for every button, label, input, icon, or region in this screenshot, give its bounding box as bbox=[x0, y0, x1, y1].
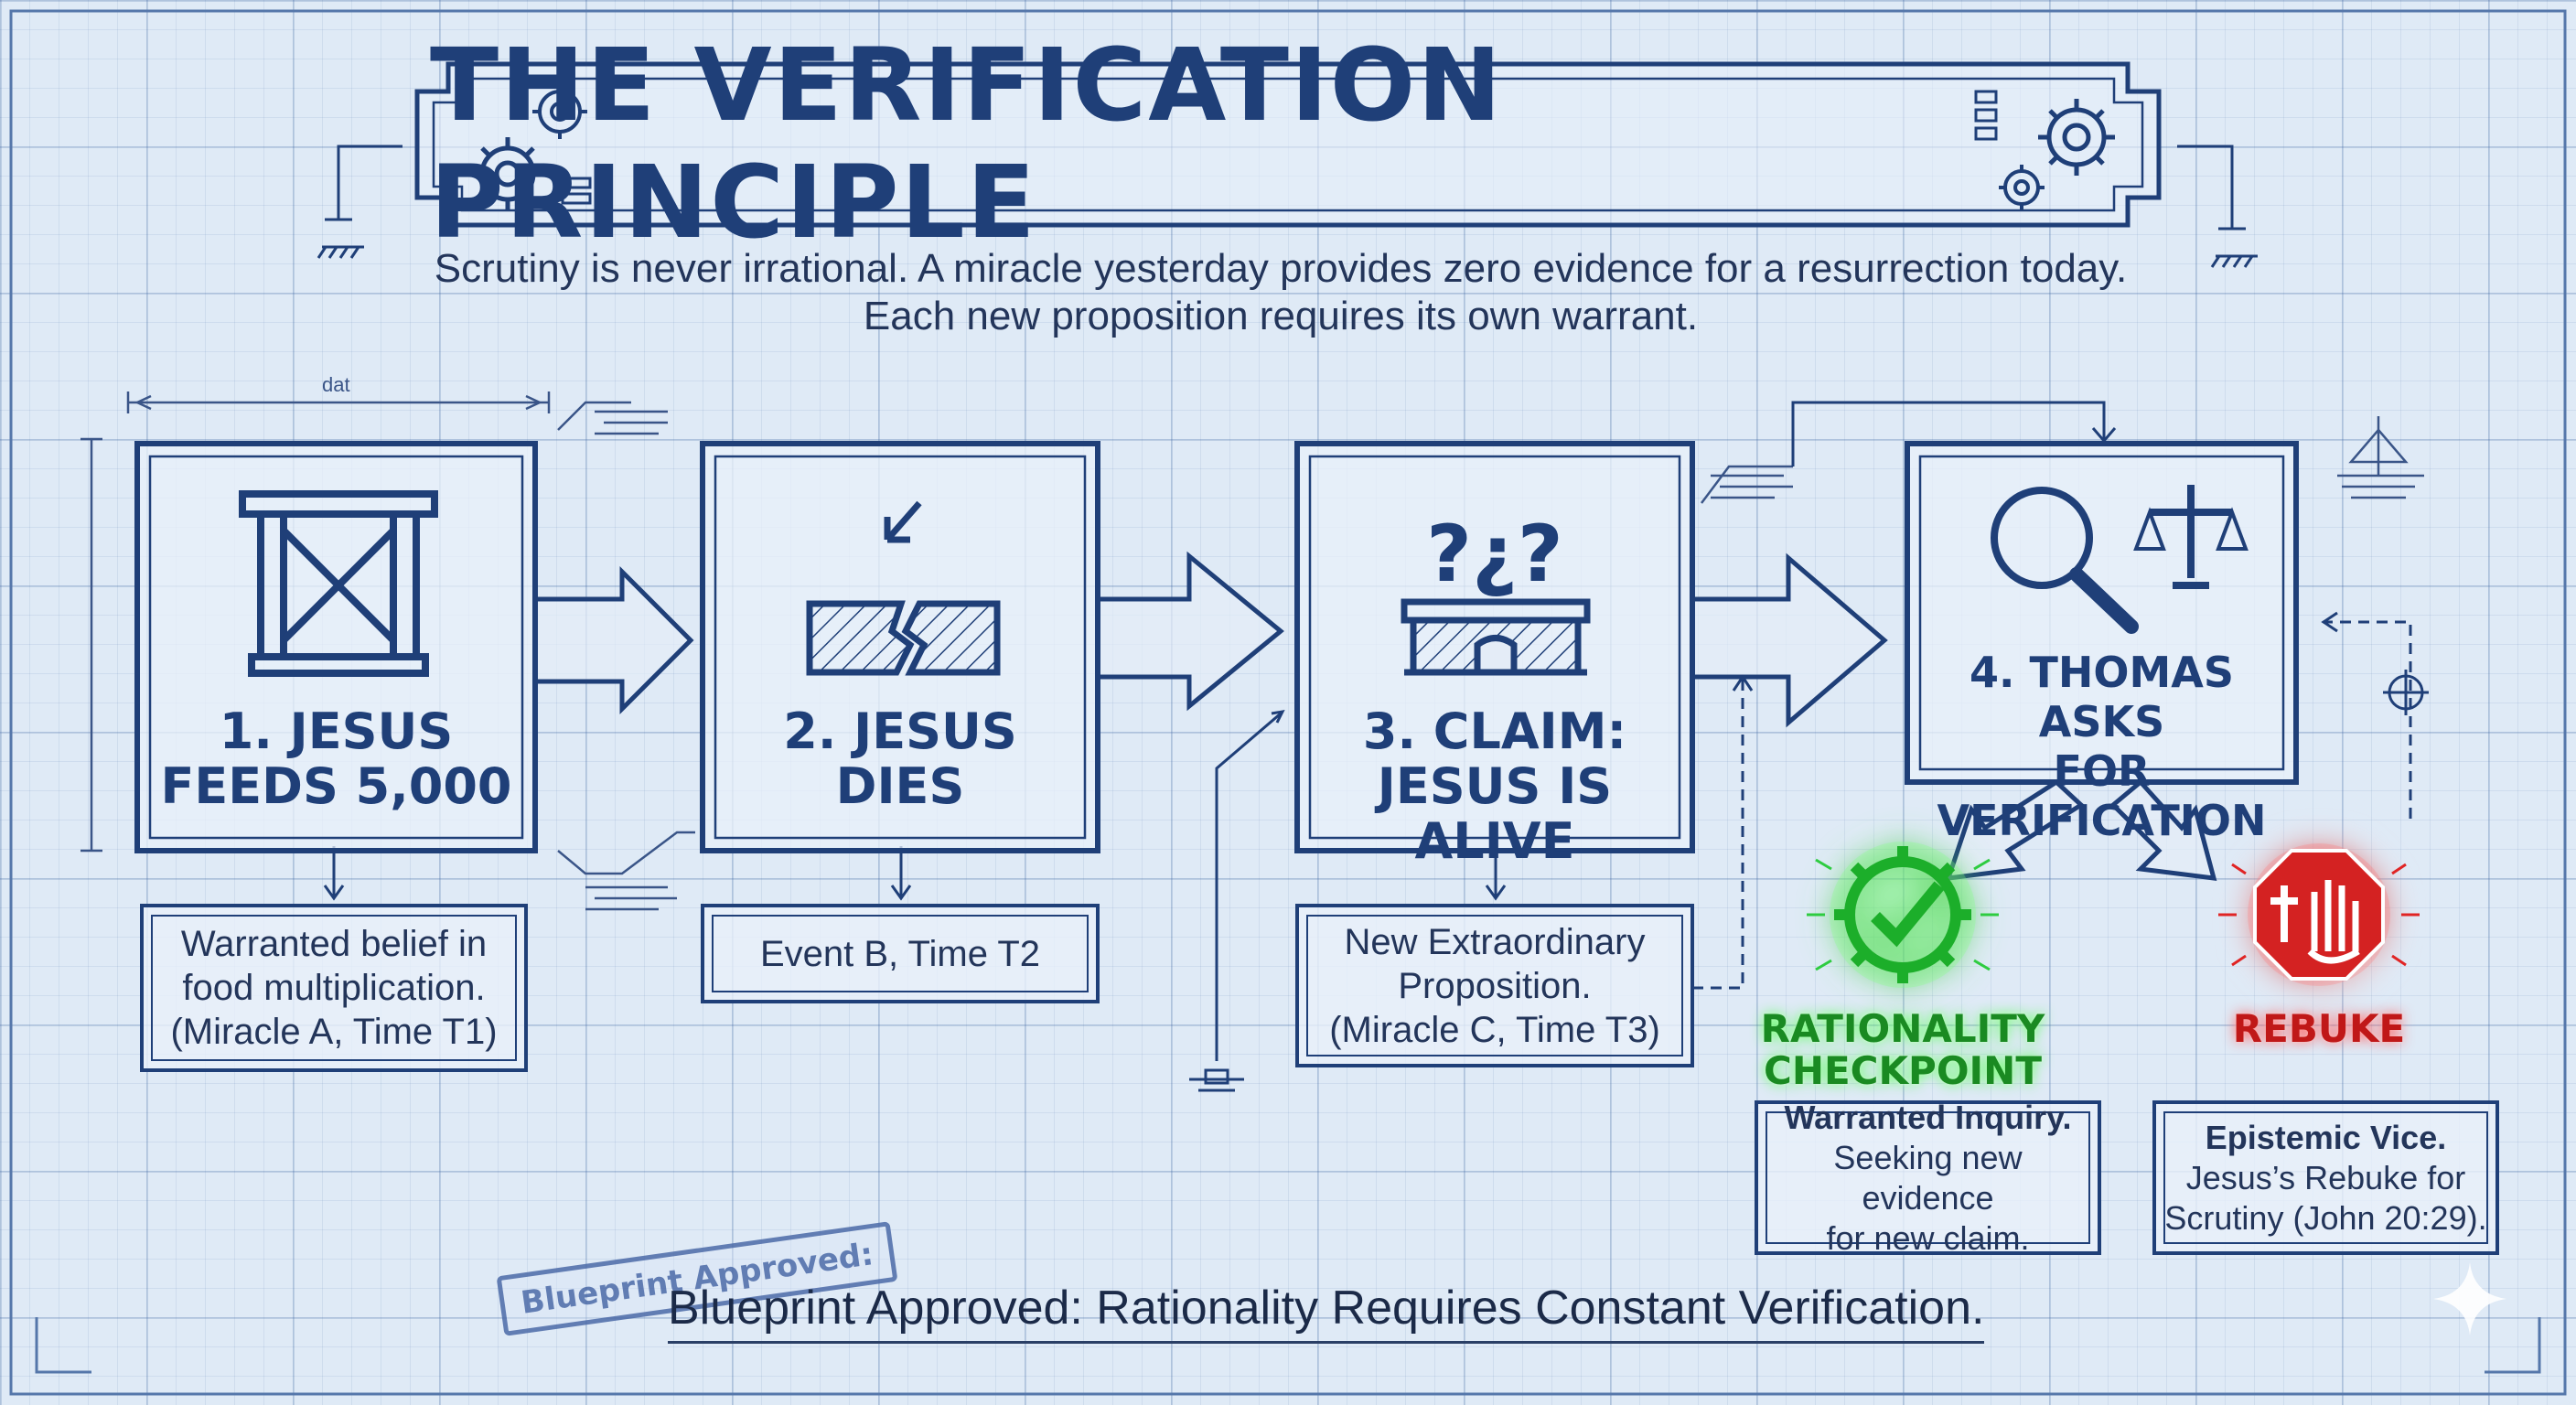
subtitle-line-1: Scrutiny is never irrational. A miracle … bbox=[434, 246, 2128, 291]
survey-marker-icon bbox=[2337, 416, 2424, 499]
step-1-note-line-3: (Miracle A, Time T1) bbox=[170, 1012, 498, 1052]
step-3-note: New Extraordinary Proposition. (Miracle … bbox=[1307, 916, 1682, 1056]
checkpoint-note-line-2: for new claim. bbox=[1826, 1218, 2030, 1257]
checkpoint-label: RATIONALITY CHECKPOINT bbox=[1738, 1008, 2067, 1092]
step-1-note-line-1: Warranted belief in bbox=[180, 924, 488, 964]
note-box bbox=[140, 904, 2499, 1255]
step-3-title-line-2: JESUS IS ALIVE bbox=[1377, 757, 1613, 870]
glow-rays bbox=[2218, 863, 2420, 967]
broken-beam-icon bbox=[806, 500, 1001, 676]
step-4-title-line-2: FOR VERIFICATION bbox=[1937, 746, 2267, 845]
connector-lines bbox=[323, 401, 2117, 1092]
outcome-arrow bbox=[1945, 778, 2217, 881]
magnifier-scales-icon bbox=[1991, 485, 2249, 634]
footer-text: Blueprint Approved: Rationality Requires… bbox=[668, 1281, 1985, 1344]
step-1-note-line-2: food multiplication. bbox=[182, 968, 486, 1008]
step-4-title-line-1: 4. THOMAS ASKS bbox=[1970, 648, 2234, 746]
step-2-note-line-1: Event B, Time T2 bbox=[759, 933, 1041, 974]
step-3-title-line-1: 3. CLAIM: bbox=[1362, 702, 1627, 760]
gear-check-icon bbox=[1830, 842, 1976, 988]
step-3-note-line-2: Proposition. bbox=[1398, 965, 1592, 1006]
corner-bracket bbox=[35, 1317, 91, 1374]
flow-arrow bbox=[532, 551, 1888, 728]
step-2-title: 2. JESUS DIES bbox=[712, 704, 1089, 814]
step-3-note-line-3: (Miracle C, Time T3) bbox=[1329, 1009, 1660, 1050]
rebuke-label: REBUKE bbox=[2232, 1006, 2406, 1051]
rebuke-note-line-2: Scrutiny (John 20:29). bbox=[2164, 1198, 2487, 1237]
title-plate: THE VERIFICATION PRINCIPLE bbox=[430, 27, 2146, 261]
step-2-title-line-2: DIES bbox=[835, 757, 965, 815]
step-3-title: 3. CLAIM: JESUS IS ALIVE bbox=[1306, 704, 1683, 869]
step-2-title-line-1: 2. JESUS bbox=[783, 702, 1017, 760]
sparkle-icon bbox=[2433, 1262, 2506, 1335]
page-title: THE VERIFICATION PRINCIPLE bbox=[430, 27, 1504, 261]
corner-bracket bbox=[2485, 1317, 2541, 1374]
rebuke-note: Epistemic Vice. Jesus’s Rebuke for Scrut… bbox=[2164, 1112, 2487, 1243]
arrow-head bbox=[2321, 611, 2338, 633]
gear-icon bbox=[471, 137, 544, 210]
glow-rays bbox=[1807, 858, 1999, 971]
stop-sign-hand-icon bbox=[2248, 843, 2390, 986]
scaffold-frame-icon bbox=[239, 490, 438, 677]
dimension-line bbox=[80, 391, 1793, 911]
step-1-title-line-2: FEEDS 5,000 bbox=[160, 757, 512, 815]
step-1-note: Warranted belief in food multiplication.… bbox=[152, 916, 516, 1060]
step-3-note-line-1: New Extraordinary bbox=[1344, 921, 1646, 962]
step-box-4 bbox=[1905, 441, 2299, 785]
target-icon bbox=[2383, 670, 2429, 715]
dimension-label: dat bbox=[322, 373, 350, 396]
outer-frame bbox=[9, 9, 2567, 1396]
step-4-title: 4. THOMAS ASKS FOR VERIFICATION bbox=[1916, 648, 2287, 845]
title-plate-frame bbox=[414, 61, 2162, 228]
gear-icon bbox=[2038, 99, 2115, 176]
gear-icon bbox=[1999, 165, 2045, 210]
ground-symbol-icon bbox=[317, 145, 2258, 268]
question-marks: ?¿? bbox=[1426, 509, 1563, 600]
checkpoint-label-line-2: CHECKPOINT bbox=[1764, 1048, 2042, 1093]
step-2-note: Event B, Time T2 bbox=[713, 916, 1088, 992]
subtitle-line-2: Each new proposition requires its own wa… bbox=[863, 294, 1699, 338]
rebuke-note-line-1: Jesus’s Rebuke for bbox=[2185, 1158, 2466, 1196]
gear-icon bbox=[532, 84, 587, 139]
checkpoint-label-line-1: RATIONALITY bbox=[1760, 1006, 2045, 1051]
blueprint-bracket-icon bbox=[561, 90, 1998, 205]
question-marks-platform-icon: ?¿? bbox=[1401, 509, 1591, 676]
checkpoint-note-bold: Warranted Inquiry. bbox=[1784, 1098, 2072, 1136]
checkpoint-note: Warranted Inquiry. Seeking new evidence … bbox=[1766, 1099, 2089, 1257]
rebuke-note-bold: Epistemic Vice. bbox=[2205, 1118, 2447, 1156]
checkpoint-note-line-1: Seeking new evidence bbox=[1833, 1138, 2023, 1217]
step-1-title: 1. JESUS FEEDS 5,000 bbox=[146, 704, 526, 814]
step-1-title-line-1: 1. JESUS bbox=[219, 702, 454, 760]
dashed-connector bbox=[1692, 620, 2412, 990]
